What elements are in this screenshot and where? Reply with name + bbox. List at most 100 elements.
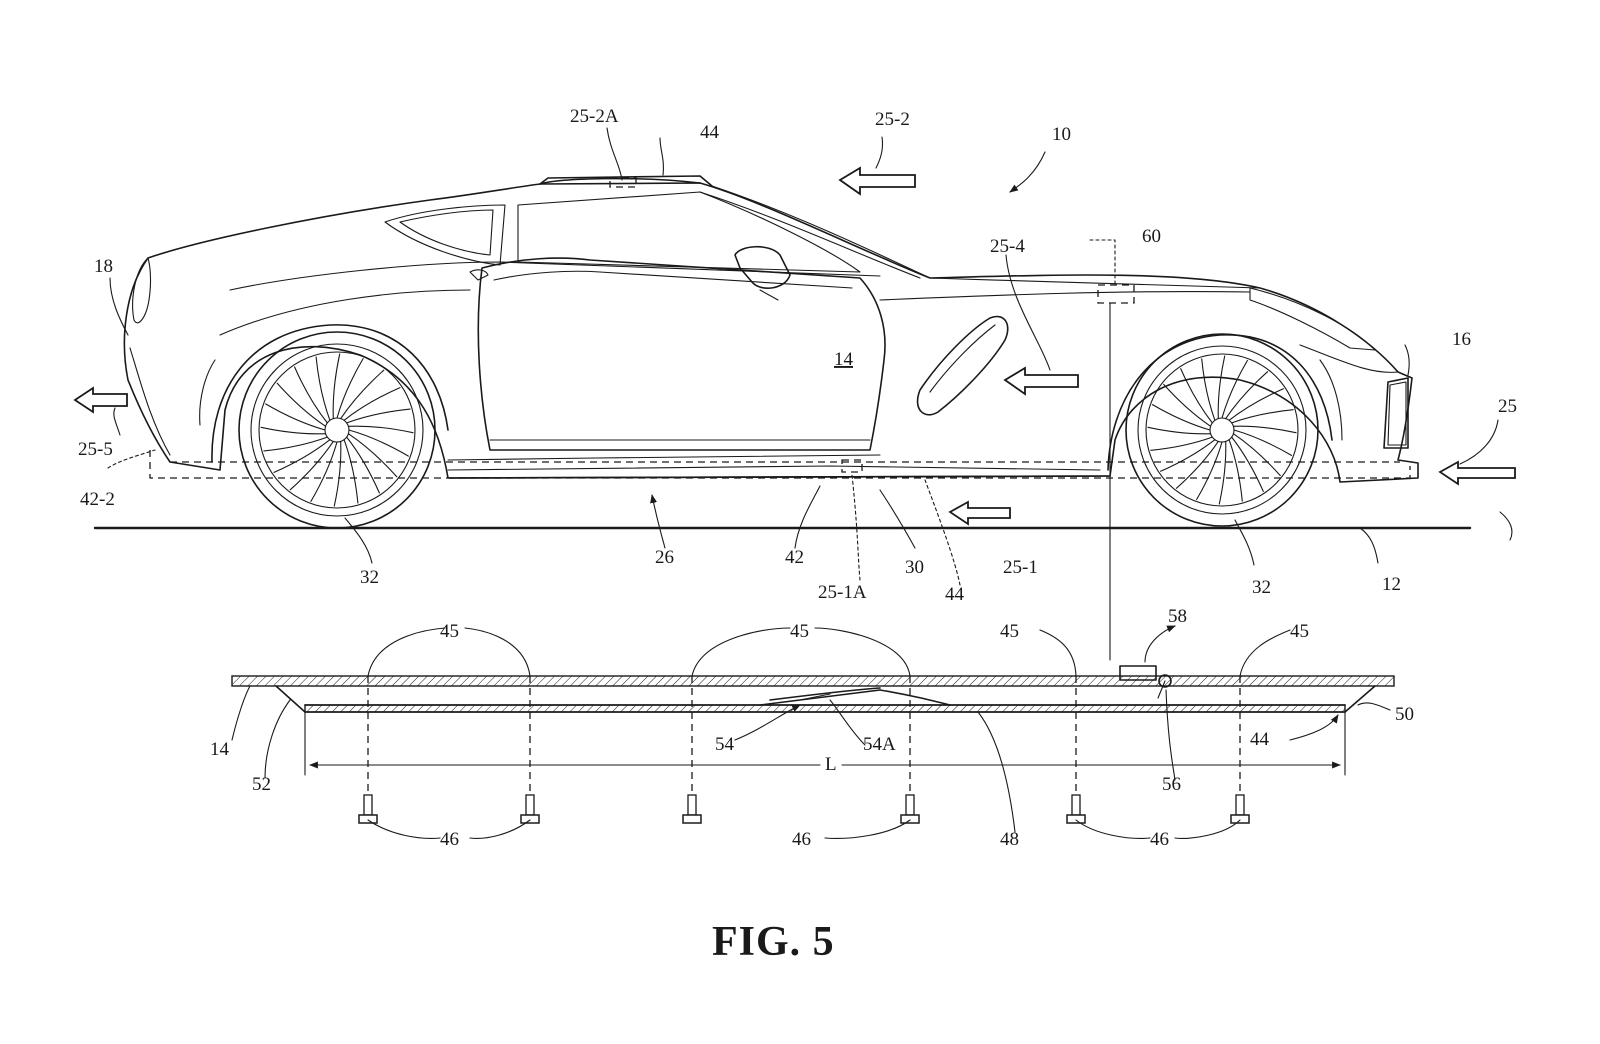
- wheel-spoke: [336, 358, 364, 419]
- side-air-intake: [916, 315, 1009, 416]
- channel-54: [759, 689, 951, 706]
- wheel-spoke: [1228, 388, 1284, 421]
- actuator-58: [1119, 665, 1157, 681]
- wheel-spoke: [1231, 436, 1264, 492]
- label-16: 16: [1452, 329, 1471, 350]
- fasteners: [358, 794, 1250, 824]
- label-45-a: 45: [440, 621, 459, 642]
- label-56: 56: [1162, 774, 1181, 795]
- side-window: [517, 191, 861, 273]
- wheel-spoke: [1221, 359, 1248, 419]
- wheel-spoke: [346, 436, 380, 494]
- fastener-bolt: [1066, 794, 1086, 824]
- airflow-arrows: [73, 166, 1516, 526]
- roof-line: [539, 177, 701, 185]
- rear-fender-detail: [199, 359, 216, 426]
- section-leaders: [231, 685, 1391, 833]
- label-30: 30: [905, 557, 924, 578]
- label-44-section: 44: [1250, 729, 1270, 750]
- label-25-5: 25-5: [78, 439, 113, 460]
- wheel-spoke: [310, 441, 338, 502]
- windshield: [699, 191, 921, 279]
- wheel-spoke: [1175, 440, 1219, 489]
- valve-56: [1158, 674, 1172, 688]
- wheel-spoke: [1225, 371, 1269, 420]
- actuator-25-1a: [841, 459, 863, 473]
- wheel-spoke: [346, 408, 411, 424]
- wheel-spoke: [315, 356, 331, 421]
- wheel-spoke: [1150, 436, 1213, 451]
- channel-54-inner: [769, 687, 881, 701]
- hood-crease: [879, 290, 1251, 301]
- wheel-spoke: [1228, 439, 1243, 502]
- shoulder-line: [219, 289, 471, 336]
- label-25: 25: [1498, 396, 1517, 417]
- wheel-spoke: [348, 429, 409, 457]
- airflow-arrow-25-5: [73, 386, 128, 414]
- airflow-arrow-25-2: [838, 166, 916, 196]
- fastener-bolt: [520, 794, 540, 824]
- airflow-arrow-25-4: [1003, 366, 1079, 396]
- label-25-1a: 25-1A: [818, 582, 867, 603]
- quarter-window-inner: [399, 209, 494, 256]
- vehicle-body-outline: [123, 182, 1419, 483]
- underbody-lower: [447, 465, 1101, 471]
- front-grille-fill: [1387, 381, 1407, 446]
- wheel-spoke: [273, 439, 331, 473]
- door-outline: [477, 257, 886, 451]
- reference-labels: 10 25-2A 44 25-2 60 25-4 18 14 16 25 25-…: [78, 106, 1517, 965]
- label-l: L: [825, 754, 837, 775]
- wheel-spoke: [1232, 433, 1281, 477]
- roof-panel: [539, 175, 713, 187]
- label-60: 60: [1142, 226, 1161, 247]
- dimension-l: [304, 711, 1346, 776]
- wheel-spoke: [1233, 429, 1293, 456]
- rocker-line: [447, 454, 881, 461]
- wheel-spoke: [1232, 425, 1297, 434]
- wheel-spoke: [1163, 383, 1212, 427]
- wheel-spoke: [1231, 409, 1294, 424]
- wheel-spoke: [260, 426, 327, 435]
- wheel-spoke: [276, 382, 327, 427]
- label-14-body: 14: [834, 349, 854, 370]
- label-44-under: 44: [945, 584, 965, 605]
- label-45-c: 45: [1000, 621, 1019, 642]
- leader-lines: [107, 127, 1513, 586]
- headlamp: [1249, 287, 1376, 351]
- front-grille: [1383, 377, 1409, 449]
- fastener-bolt: [1230, 794, 1250, 824]
- wheel-spoke: [1201, 358, 1216, 421]
- wheel-spoke: [265, 403, 326, 431]
- airflow-arrow-25-1: [948, 500, 1011, 526]
- wheel-spoke: [1160, 439, 1216, 472]
- rear-lamp: [132, 257, 152, 324]
- front-fender-detail: [1319, 359, 1343, 441]
- label-32-front: 32: [1252, 577, 1271, 598]
- wheel-spoke: [294, 366, 328, 424]
- door-inner: [493, 270, 853, 289]
- wheel-spoke: [289, 440, 334, 491]
- label-14-section: 14: [210, 739, 230, 760]
- figure-caption: FIG. 5: [712, 919, 835, 965]
- wheel-spoke: [1180, 368, 1213, 424]
- label-48: 48: [1000, 829, 1019, 850]
- side-mirror: [734, 245, 791, 289]
- beltline: [229, 261, 881, 291]
- label-32-rear: 32: [360, 567, 379, 588]
- wheel-spoke: [333, 440, 342, 507]
- hood-line: [929, 277, 1261, 289]
- wheel-spoke: [1217, 355, 1226, 420]
- wheel-spoke: [1196, 441, 1223, 501]
- label-18: 18: [94, 256, 113, 277]
- fastener-centerlines: [367, 676, 1241, 795]
- wheel-spoke: [347, 425, 414, 434]
- roof-element-25-2a: [609, 177, 637, 188]
- fastener-callouts: [367, 819, 1241, 839]
- wheel-spoke: [1151, 404, 1211, 431]
- label-26: 26: [655, 547, 674, 568]
- label-10: 10: [1052, 124, 1071, 145]
- label-25-2a: 25-2A: [570, 106, 619, 127]
- door-handle: [469, 269, 489, 281]
- label-45-d: 45: [1290, 621, 1309, 642]
